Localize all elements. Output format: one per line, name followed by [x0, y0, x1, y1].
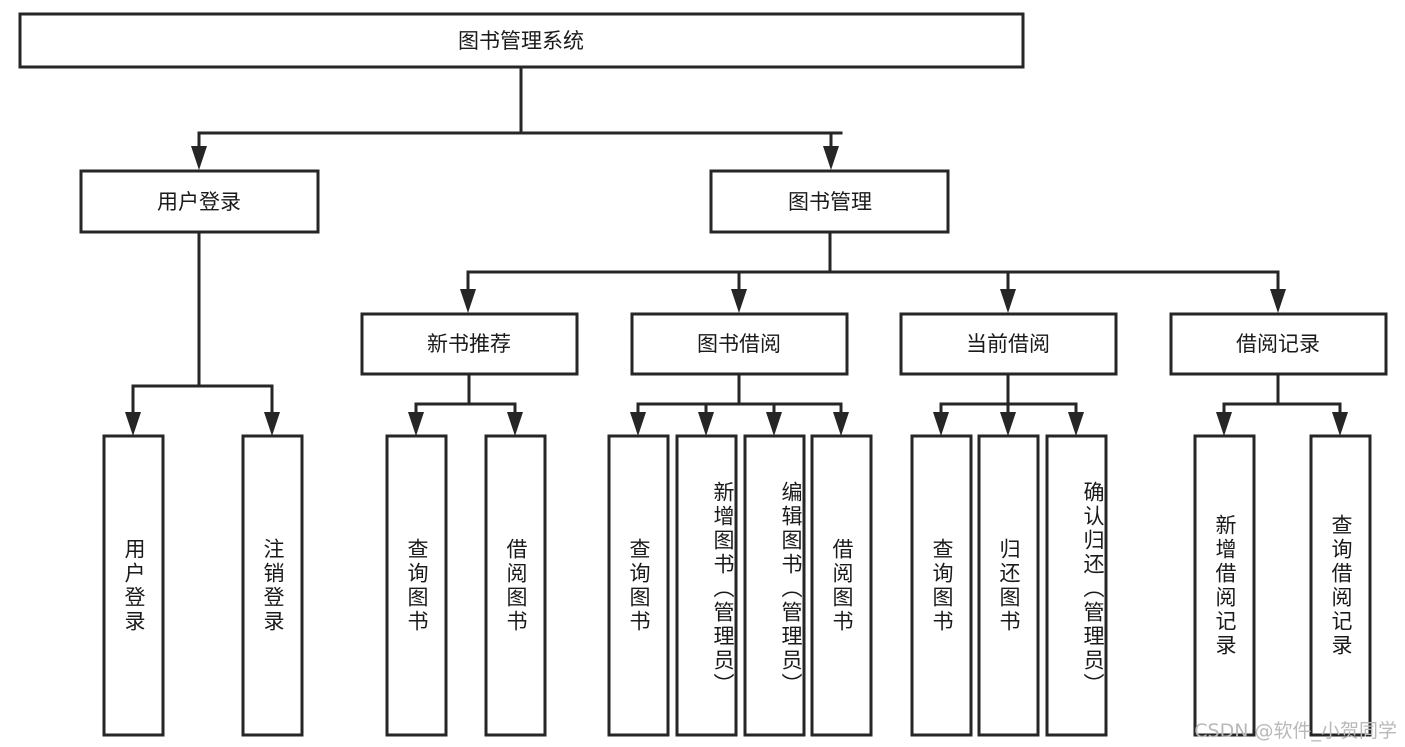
node-user-login-label: 用户登录 [157, 190, 241, 214]
arrow-head-icon [1270, 289, 1286, 313]
node-user-login[interactable]: 用户登录 [79, 169, 320, 234]
arrow-head-icon [833, 412, 849, 436]
arrow-head-icon [507, 412, 523, 436]
arrow-head-icon [460, 289, 476, 313]
connector-current-borrow-to-leaves [933, 372, 1084, 436]
arrow-head-icon [823, 146, 839, 170]
node-borrow-record[interactable]: 借阅记录 [1169, 312, 1388, 376]
node-root-system-box [18, 12, 1025, 69]
node-borrow-record-label: 借阅记录 [1236, 332, 1320, 356]
node-current-borrow-label: 当前借阅 [966, 332, 1050, 356]
node-new-book-recommend-label: 新书推荐 [427, 332, 511, 356]
connector-book-borrow-to-leaves [630, 372, 849, 436]
leaf-box-confirm-return-admin[interactable] [1045, 434, 1108, 737]
arrow-head-icon [264, 412, 280, 436]
arrow-head-icon [698, 412, 714, 436]
node-current-borrow-box [899, 312, 1118, 376]
arrow-head-icon [1000, 289, 1016, 313]
leaf-box-query-book-borrow[interactable] [607, 434, 670, 737]
arrow-head-icon [933, 412, 949, 436]
connector-book-management-to-level3 [460, 230, 1286, 313]
connector-root-to-level2 [191, 65, 843, 170]
connector-borrow-record-to-leaves [1216, 372, 1348, 436]
leaf-box-add-borrow-record[interactable] [1193, 434, 1256, 737]
node-current-borrow[interactable]: 当前借阅 [899, 312, 1118, 376]
csdn-watermark: CSDN @软件_小贺同学 [1194, 720, 1397, 742]
arrow-head-icon [408, 412, 424, 436]
node-new-book-recommend-box [360, 312, 579, 376]
arrow-head-icon [191, 146, 207, 170]
leaf-box-return-book[interactable] [977, 434, 1040, 737]
arrow-head-icon [1000, 412, 1016, 436]
leaf-box-add-book-admin[interactable] [675, 434, 738, 737]
leaf-box-borrow-book-recommend[interactable] [484, 434, 547, 737]
connector-new-book-recommend-to-leaves [408, 372, 523, 436]
arrow-head-icon [1216, 412, 1232, 436]
arrow-head-icon [766, 412, 782, 436]
node-book-management[interactable]: 图书管理 [709, 169, 950, 234]
leaf-box-logout[interactable] [241, 434, 304, 737]
arrow-head-icon [1068, 412, 1084, 436]
node-book-management-label: 图书管理 [788, 190, 872, 214]
node-root-system-label: 图书管理系统 [458, 29, 584, 53]
arrow-head-icon [731, 289, 747, 313]
node-book-borrow[interactable]: 图书借阅 [630, 312, 849, 376]
arrow-head-icon [630, 412, 646, 436]
leaf-box-query-book-current[interactable] [910, 434, 973, 737]
connector-user-login-to-leaves [125, 230, 280, 436]
leaf-box-edit-book-admin[interactable] [743, 434, 806, 737]
node-new-book-recommend[interactable]: 新书推荐 [360, 312, 579, 376]
leaf-box-user-login[interactable] [102, 434, 165, 737]
node-book-borrow-label: 图书借阅 [697, 332, 781, 356]
arrow-head-icon [1332, 412, 1348, 436]
leaf-box-borrow-book[interactable] [810, 434, 873, 737]
node-root-system[interactable]: 图书管理系统 [18, 12, 1025, 69]
leaf-box-query-borrow-record[interactable] [1309, 434, 1372, 737]
arrow-head-icon [125, 412, 141, 436]
node-user-login-box [79, 169, 320, 234]
leaf-box-query-book-recommend[interactable] [385, 434, 448, 737]
